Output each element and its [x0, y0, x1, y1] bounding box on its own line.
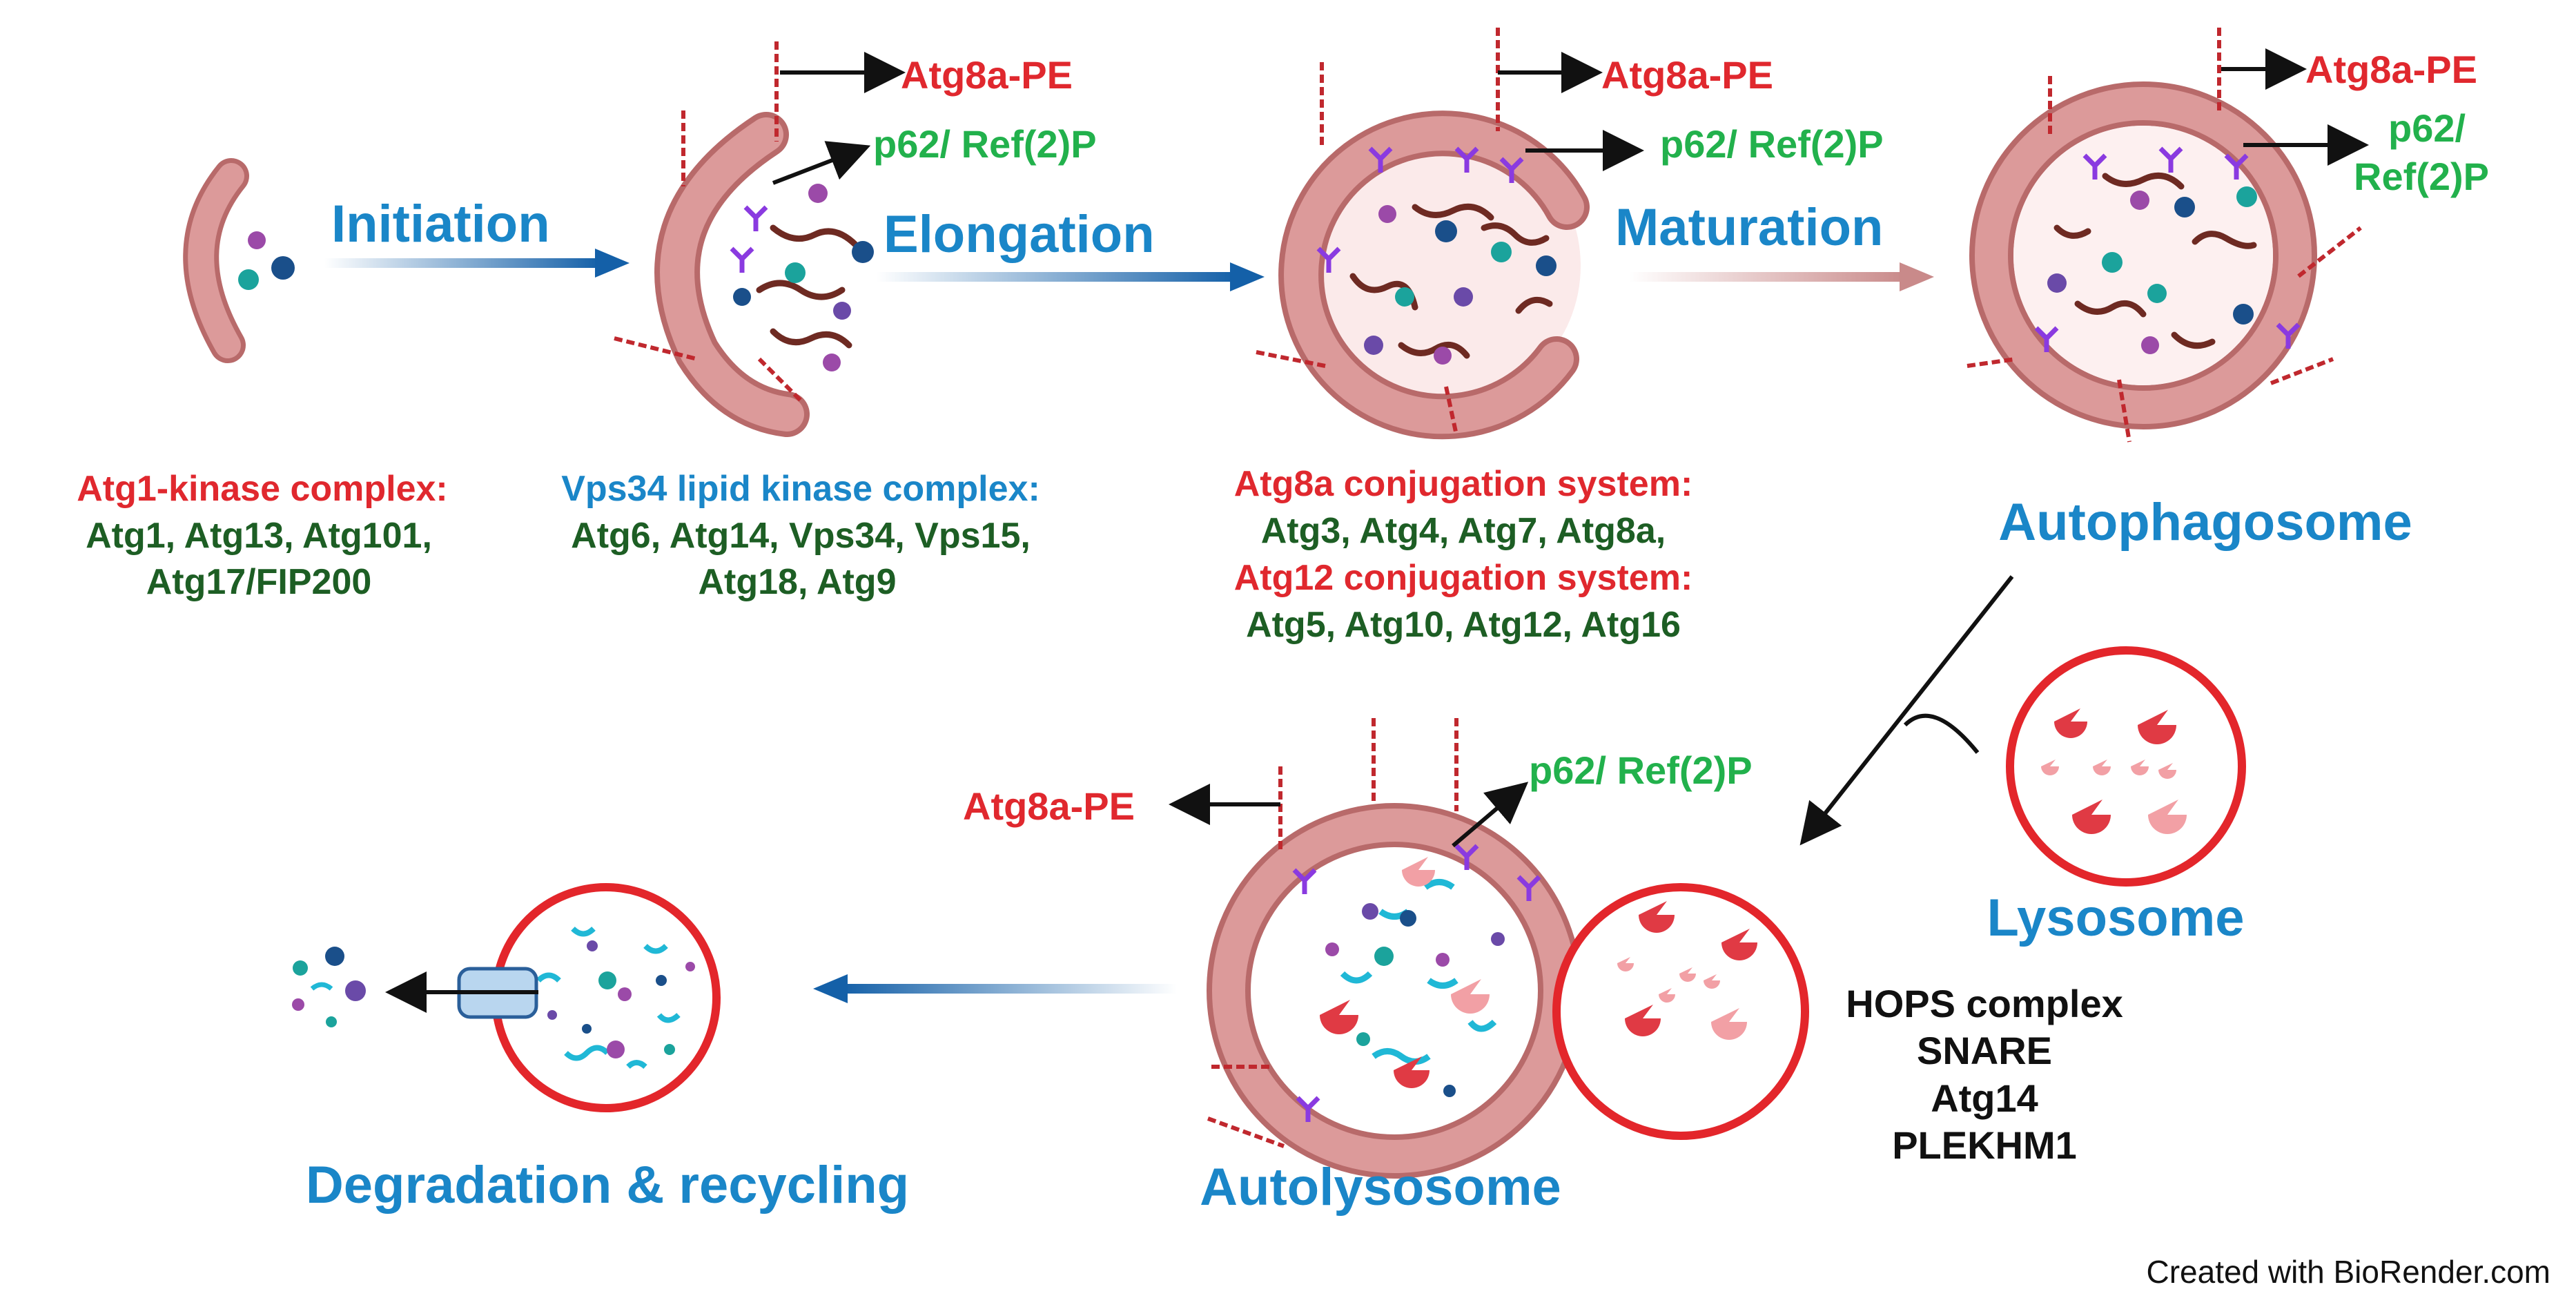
maturation-arrow [1629, 262, 1934, 291]
phagophore-elongating [614, 41, 874, 437]
stage-label-maturation: Maturation [1615, 198, 1883, 257]
elongation-arrow [877, 262, 1265, 291]
marker-atg8a-pe-2: Atg8a-PE [1601, 53, 1773, 97]
atg1-complex-members-1: Atg1, Atg13, Atg101, [86, 516, 432, 556]
autophagosome [1967, 28, 2362, 443]
vps34-complex-title: Vps34 lipid kinase complex: [561, 469, 1040, 509]
stage-label-autolysosome: Autolysosome [1200, 1158, 1561, 1217]
atg8a-conjugation-members: Atg3, Atg4, Atg7, Atg8a, [1261, 511, 1666, 551]
stage-label-degradation: Degradation & recycling [306, 1156, 909, 1215]
lysosome [2006, 646, 2246, 887]
p62-pointer-1 [772, 141, 871, 185]
autophagosome-to-fusion-arrow [1799, 575, 2014, 846]
fusion-factor-hops: HOPS complex [1846, 982, 2123, 1025]
autolysosome [1207, 718, 1809, 1179]
recycled-molecules [292, 947, 366, 1027]
stage-label-initiation: Initiation [331, 195, 550, 253]
marker-atg8a-pe-4: Atg8a-PE [963, 784, 1135, 828]
stage-label-autophagosome: Autophagosome [1998, 493, 2412, 552]
lysosome-to-fusion-curve [1903, 713, 1980, 754]
vps34-complex-members-2: Atg18, Atg9 [699, 562, 897, 602]
fusion-factor-snare: SNARE [1917, 1029, 2052, 1072]
initiation-arrow [324, 249, 630, 278]
p62-pointer-4 [1452, 782, 1529, 848]
vps34-complex-members-1: Atg6, Atg14, Vps34, Vps15, [571, 516, 1031, 556]
stage-label-elongation: Elongation [884, 205, 1155, 264]
marker-atg8a-pe-3: Atg8a-PE [2305, 48, 2477, 91]
phagophore-initial [183, 158, 295, 363]
atg12-conjugation-members: Atg5, Atg10, Atg12, Atg16 [1246, 605, 1681, 645]
atg1-complex-title: Atg1-kinase complex: [77, 469, 448, 509]
biorender-credit: Created with BioRender.com [2146, 1254, 2550, 1290]
marker-p62-2: p62/ Ref(2)P [1660, 122, 1884, 166]
degradation-arrow [813, 974, 1177, 1003]
marker-p62-1: p62/ Ref(2)P [873, 122, 1097, 166]
fusion-factor-atg14: Atg14 [1931, 1076, 2038, 1120]
degradation-vesicle [457, 883, 721, 1112]
marker-p62-3b: Ref(2)P [2354, 155, 2489, 198]
marker-p62-3a: p62/ [2388, 106, 2466, 150]
fusion-factor-plekhm1: PLEKHM1 [1892, 1123, 2077, 1167]
marker-p62-4: p62/ Ref(2)P [1529, 748, 1753, 792]
atg1-complex-members-2: Atg17/FIP200 [146, 562, 372, 602]
atg12-conjugation-title: Atg12 conjugation system: [1234, 558, 1693, 598]
atg8a-conjugation-title: Atg8a conjugation system: [1234, 464, 1693, 504]
phagophore-closing [1256, 28, 1590, 440]
stage-label-lysosome: Lysosome [1987, 889, 2244, 947]
marker-atg8a-pe-1: Atg8a-PE [901, 53, 1073, 97]
